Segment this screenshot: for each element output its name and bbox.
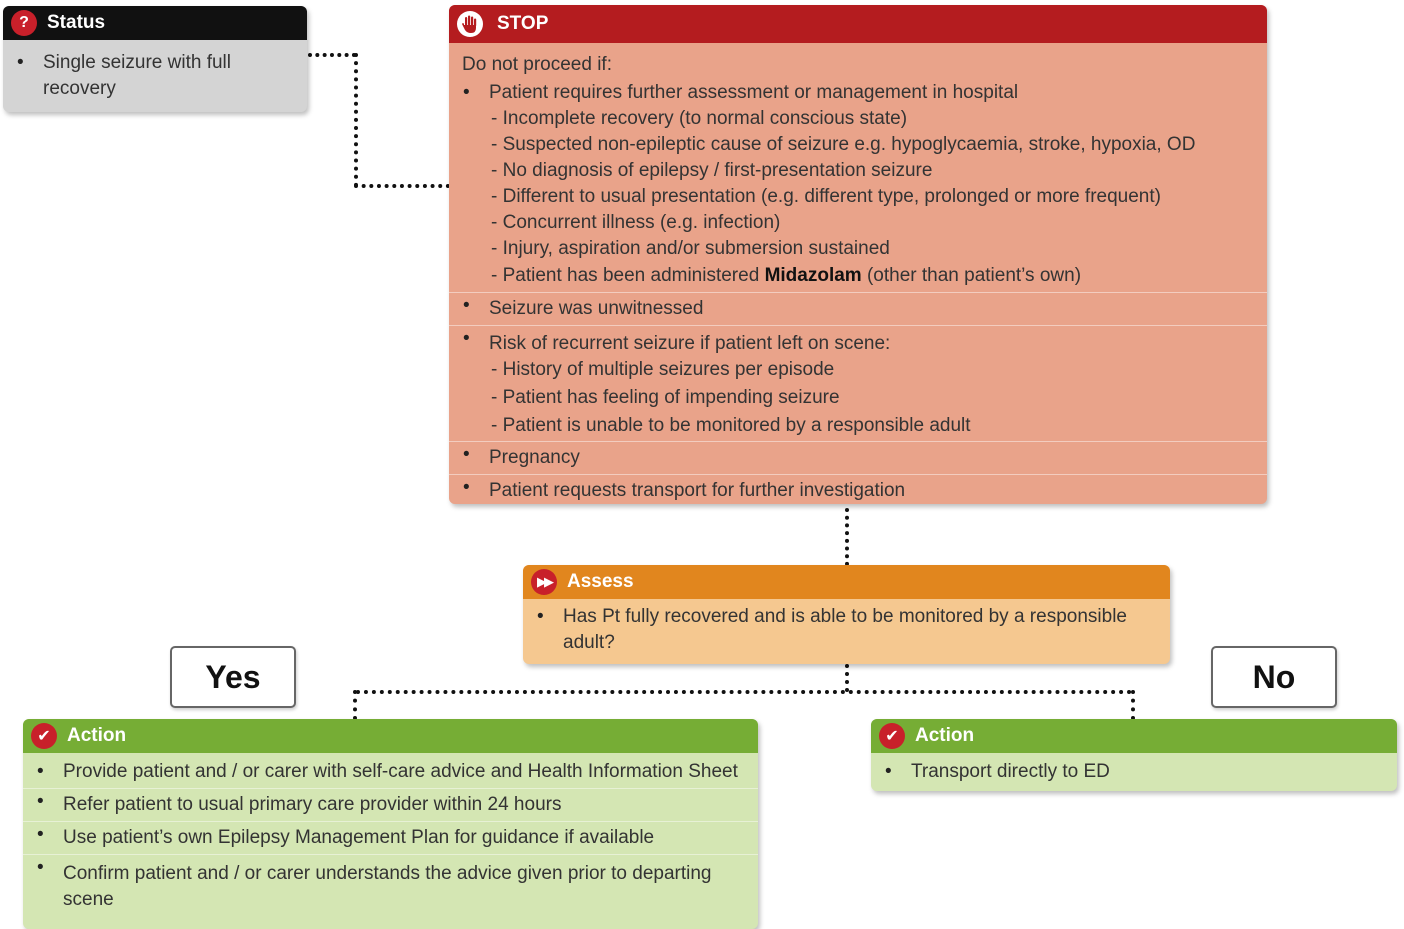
action-yes-title: Action [67, 725, 127, 746]
stop-intro: Do not proceed if: [462, 54, 612, 75]
action-no-box: ✔ Action Transport directly to ED [871, 719, 1397, 791]
assess-header: ▶▶ Assess [523, 565, 1170, 599]
connector-stop-to-assess [845, 508, 849, 566]
status-box: ? Status Single seizure with full recove… [3, 6, 307, 112]
check-icon: ✔ [879, 723, 905, 749]
no-label: No [1211, 646, 1337, 708]
stop-bullet-pregnancy: Pregnancy [449, 442, 1267, 474]
action-yes-item-3: Use patient’s own Epilepsy Management Pl… [23, 822, 758, 854]
action-yes-box: ✔ Action Provide patient and / or carer … [23, 719, 758, 929]
action-yes-item-1: Provide patient and / or carer with self… [23, 759, 758, 788]
action-yes-item-2: Refer patient to usual primary care prov… [23, 789, 758, 821]
action-no-item-1: Transport directly to ED [871, 759, 1397, 785]
question-icon: ? [11, 10, 37, 36]
stop-sub-10: - Patient is unable to be monitored by a… [491, 415, 971, 436]
connector-branch-right [1131, 690, 1135, 720]
check-icon: ✔ [31, 723, 57, 749]
stop-title: STOP [497, 13, 549, 34]
assess-question: Has Pt fully recovered and is able to be… [523, 604, 1143, 656]
connector-branch-left [353, 690, 357, 720]
stop-bullet-transport: Patient requests transport for further i… [449, 475, 1267, 504]
action-yes-header: ✔ Action [23, 719, 758, 753]
stop-sub-7: - Patient has been administered Midazola… [449, 262, 1267, 290]
stop-box: STOP Do not proceed if: Patient requires… [449, 5, 1267, 504]
fast-forward-icon: ▶▶ [531, 569, 557, 595]
yes-label: Yes [170, 646, 296, 708]
action-no-header: ✔ Action [871, 719, 1397, 753]
stop-bullet-unwitnessed: Seizure was unwitnessed [449, 293, 1267, 325]
connector-status-down [354, 53, 358, 187]
stop-sub-4: - Different to usual presentation (e.g. … [491, 186, 1161, 207]
connector-assess-down [845, 664, 849, 692]
status-header: ? Status [3, 6, 307, 40]
connector-status-right [308, 53, 356, 57]
stop-sub-7-post: (other than patient’s own) [861, 265, 1082, 286]
stop-sub-2: - Suspected non-epileptic cause of seizu… [491, 134, 1196, 155]
stop-sub-7-pre: - Patient has been administered [491, 265, 765, 286]
stop-sub-8: - History of multiple seizures per episo… [491, 359, 835, 380]
stop-bullet-recurrent: Risk of recurrent seizure if patient lef… [449, 326, 1267, 357]
stop-header: STOP [449, 5, 1267, 43]
stop-sub-7-drug: Midazolam [764, 265, 862, 286]
status-item: Single seizure with full recovery [3, 50, 273, 102]
stop-sub-1: - Incomplete recovery (to normal conscio… [491, 108, 908, 129]
stop-bullet-hospital: Patient requires further assessment or m… [449, 80, 1267, 106]
stop-sub-3: - No diagnosis of epilepsy / first-prese… [491, 160, 933, 181]
stop-sub-5: - Concurrent illness (e.g. infection) [491, 212, 781, 233]
hand-icon [457, 11, 483, 37]
stop-sub-9: - Patient has feeling of impending seizu… [491, 387, 840, 408]
assess-title: Assess [567, 571, 634, 592]
connector-status-to-stop [354, 184, 450, 188]
status-title: Status [47, 12, 106, 33]
connector-branch [356, 690, 1132, 694]
stop-sub-6: - Injury, aspiration and/or submersion s… [491, 238, 890, 259]
assess-box: ▶▶ Assess Has Pt fully recovered and is … [523, 565, 1170, 664]
action-yes-item-4: Confirm patient and / or carer understan… [23, 855, 743, 913]
action-no-title: Action [915, 725, 975, 746]
